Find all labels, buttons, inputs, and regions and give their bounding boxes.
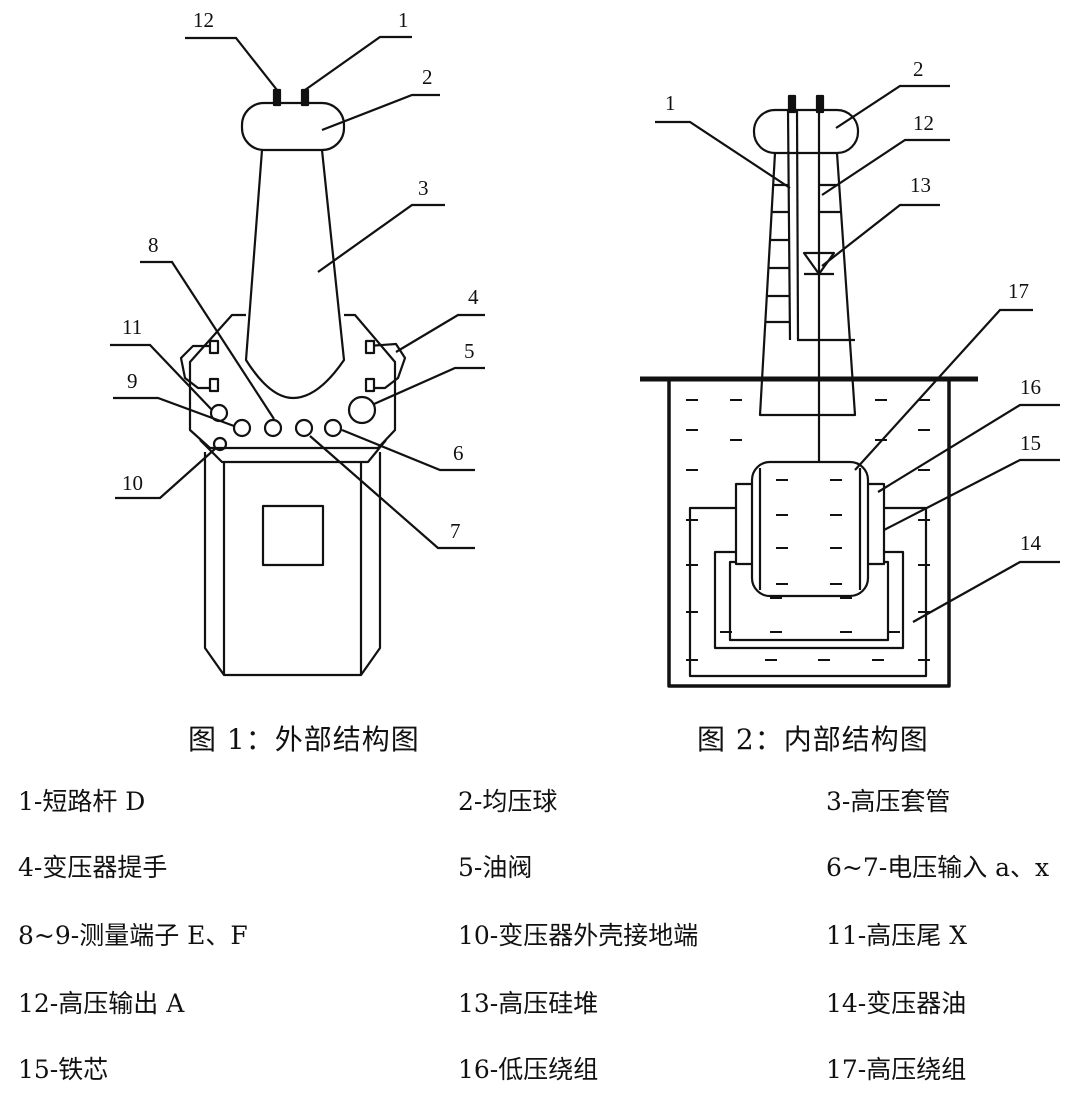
fig1-handle-right-clip-top	[364, 339, 376, 355]
fig2-num-2: 2	[913, 57, 924, 81]
figure1-drawing	[179, 88, 407, 677]
fig2-num-16: 16	[1020, 375, 1041, 399]
fig2-hv-winding	[750, 460, 870, 598]
figure2-caption: 图 2：内部结构图	[697, 723, 929, 756]
leader-6	[341, 428, 475, 472]
fig2-num-17: 17	[1008, 279, 1029, 303]
fig1-oil-valve	[347, 395, 377, 425]
fig2-oil-marks	[686, 399, 930, 661]
legend-item-13: 13-高压硅堆	[458, 989, 599, 1018]
fig1-num-7: 7	[450, 519, 461, 543]
leader2-13	[821, 203, 940, 267]
fig1-num-3: 3	[418, 176, 429, 200]
legend-item-8-9: 8~9-测量端子 E、F	[18, 921, 248, 950]
fig1-terminal-7	[294, 418, 314, 438]
legend-item-17: 17-高压绕组	[826, 1055, 967, 1084]
leader2-2	[835, 84, 950, 129]
leader2-1	[655, 120, 791, 189]
leader-3	[317, 203, 445, 273]
leader-7	[309, 435, 475, 550]
fig1-housing-rim	[199, 439, 387, 464]
fig1-num-11: 11	[122, 315, 142, 339]
legend-item-1: 1-短路杆 D	[18, 787, 146, 816]
fig2-tank-wall	[667, 379, 951, 688]
leader-2	[321, 93, 440, 132]
leader2-15	[883, 458, 1060, 531]
leader-8	[140, 260, 275, 420]
leader2-14	[912, 560, 1060, 623]
figure1-caption: 图 1：外部结构图	[188, 723, 420, 756]
fig2-num-14: 14	[1020, 531, 1042, 555]
figure2-numbers: 2 1 12 13 17 16 15 14	[665, 57, 1042, 555]
fig1-num-8: 8	[148, 233, 159, 257]
fig2-num-12: 12	[913, 111, 934, 135]
leader-10	[115, 447, 217, 500]
fig1-handle-right	[367, 342, 407, 390]
legend-item-11: 11-高压尾 X	[826, 921, 968, 950]
figure1-leaders	[110, 35, 485, 550]
fig1-ground-terminal-10	[212, 436, 228, 452]
fig1-terminal-6	[323, 418, 343, 438]
fig1-upper-housing	[188, 313, 397, 450]
fig1-terminal-8	[263, 418, 283, 438]
figure2-leaders	[655, 84, 1060, 623]
fig2-terminal-left	[787, 94, 797, 114]
structure-diagram: 12 1 2 3 8 4 11 5 9 6 10 7	[110, 8, 1060, 688]
legend-item-5: 5-油阀	[458, 853, 533, 882]
fig1-num-6: 6	[453, 441, 464, 465]
legend-item-10: 10-变压器外壳接地端	[458, 921, 699, 950]
fig1-num-10: 10	[122, 471, 143, 495]
leader2-16	[877, 403, 1060, 493]
fig1-tank	[203, 452, 382, 677]
fig2-num-13: 13	[910, 173, 931, 197]
legend-item-2: 2-均压球	[458, 787, 558, 816]
fig2-bushing-rungs	[766, 183, 855, 342]
fig1-handle-right-clip-bottom	[364, 377, 376, 393]
legend: 1-短路杆 D 2-均压球 3-高压套管 4-变压器提手 5-油阀 6~7-电压…	[0, 770, 1080, 1100]
fig2-num-1: 1	[665, 91, 676, 115]
fig1-num-4: 4	[468, 285, 479, 309]
legend-item-4: 4-变压器提手	[18, 853, 168, 882]
leader-5	[373, 366, 485, 406]
fig1-handle-left-clip-top	[208, 339, 220, 355]
fig2-num-15: 15	[1020, 431, 1041, 455]
fig2-short-rod-left	[786, 109, 792, 341]
fig1-num-1: 1	[398, 8, 409, 32]
legend-item-6-7: 6~7-电压输入 a、x	[826, 853, 1050, 882]
fig1-bushing	[244, 149, 346, 400]
figure1-numbers: 12 1 2 3 8 4 11 5 9 6 10 7	[122, 8, 479, 543]
legend-item-3: 3-高压套管	[826, 787, 951, 816]
fig1-nameplate	[261, 504, 325, 567]
legend-item-16: 16-低压绕组	[458, 1055, 599, 1084]
leader2-17	[854, 308, 1033, 471]
fig1-handle-left-clip-bottom	[208, 377, 220, 393]
fig2-short-rod-right	[795, 109, 800, 341]
leader2-12	[821, 138, 950, 196]
leader-12	[185, 36, 278, 91]
figure2-drawing	[640, 94, 978, 688]
legend-item-14: 14-变压器油	[826, 989, 967, 1018]
leader-4	[395, 313, 485, 353]
fig1-grading-ball	[240, 101, 346, 152]
fig1-num-9: 9	[127, 369, 138, 393]
fig1-num-5: 5	[464, 339, 475, 363]
leader-1	[304, 35, 412, 91]
fig1-handle-left	[179, 344, 217, 390]
legend-item-12: 12-高压输出 A	[18, 989, 185, 1018]
fig2-grading-ball	[752, 108, 860, 155]
leader-11	[110, 343, 213, 411]
fig1-num-12: 12	[193, 8, 214, 32]
leader-9	[113, 396, 235, 428]
fig1-num-2: 2	[422, 65, 433, 89]
legend-item-15: 15-铁芯	[18, 1055, 109, 1084]
fig2-bushing	[758, 152, 857, 417]
fig1-terminal-9	[232, 418, 252, 438]
